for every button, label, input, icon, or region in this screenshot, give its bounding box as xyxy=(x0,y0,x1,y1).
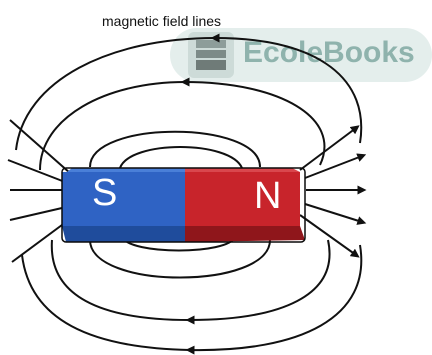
watermark: EcoleBooks xyxy=(170,28,432,82)
right-line-4 xyxy=(305,204,362,222)
north-pole-label: N xyxy=(254,175,281,217)
south-pole-label: S xyxy=(92,172,117,214)
field-line-bottom-outer xyxy=(22,245,361,350)
right-line-5 xyxy=(300,215,356,255)
left-line-5 xyxy=(12,222,66,262)
north-pole xyxy=(185,172,300,226)
north-pole-bottom xyxy=(185,226,305,242)
field-line-bottom-inner-2 xyxy=(90,240,270,278)
watermark-text: EcoleBooks xyxy=(243,36,415,69)
left-line-2 xyxy=(8,160,65,182)
right-line-1 xyxy=(300,128,356,170)
bar-magnet: S N xyxy=(62,168,305,242)
field-line-top-inner-2 xyxy=(90,132,260,167)
right-side-lines xyxy=(300,128,362,255)
field-line-top-middle xyxy=(40,82,324,170)
south-pole xyxy=(62,172,185,226)
field-line-top-inner-1 xyxy=(120,147,242,168)
south-pole-bottom xyxy=(62,226,185,242)
left-line-4 xyxy=(10,208,62,220)
